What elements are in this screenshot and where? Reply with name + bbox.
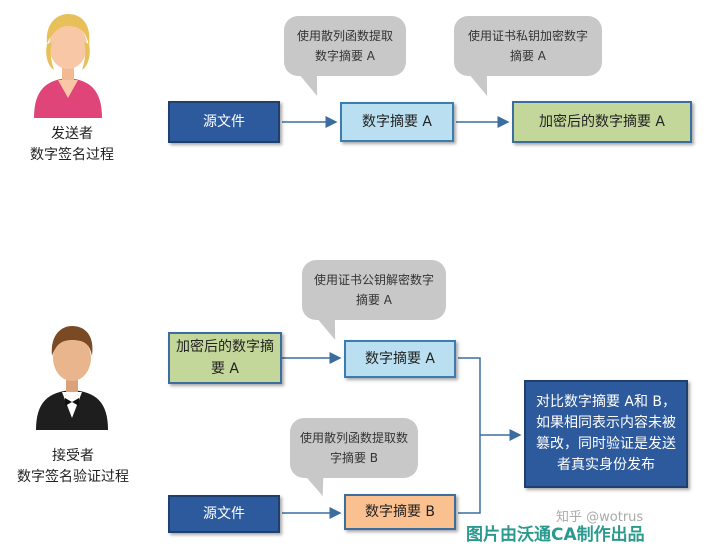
verification-result-box: 对比数字摘要 A和 B，如果相同表示内容未被篡改，同时验证是发送者真实身份发布 [524,380,688,488]
verification-result-text: 对比数字摘要 A和 B，如果相同表示内容未被篡改，同时验证是发送者真实身份发布 [535,394,677,473]
sender-label: 发送者 数字签名过程 [22,124,122,166]
sender-avatar-icon [34,14,102,118]
receiver-label-line1: 接受者 [52,448,94,464]
credit-text: 图片由沃通CA制作出品 [466,525,645,545]
sender-label-line1: 发送者 [51,126,93,142]
top-encrypted-digest-label: 加密后的数字摘要 A [538,114,666,130]
bottom-digest-b-box: 数字摘要 B [344,494,456,530]
top-hash-bubble-text: 使用散列函数提取数字摘要 A [296,29,393,63]
top-source-file-box: 源文件 [168,101,280,143]
zhihu-watermark: 知乎 @wotrus [556,510,644,525]
bottom-decrypt-bubble: 使用证书公钥解密数字摘要 A [302,260,446,320]
bracket-connector [458,357,481,514]
bottom-source-file-label: 源文件 [203,506,245,522]
top-digest-a-label: 数字摘要 A [361,114,433,130]
top-encrypted-digest-box: 加密后的数字摘要 A [512,101,692,143]
bottom-decrypt-bubble-text: 使用证书公钥解密数字摘要 A [313,273,434,307]
top-encrypt-bubble: 使用证书私钥加密数字摘要 A [454,16,602,76]
bottom-hash-bubble: 使用散列函数提取数字摘要 B [290,418,418,478]
receiver-label: 接受者 数字签名验证过程 [8,446,138,488]
bottom-encrypted-digest-box: 加密后的数字摘要 A [168,332,282,384]
bottom-digest-b-label: 数字摘要 B [364,504,436,520]
bottom-hash-bubble-text: 使用散列函数提取数字摘要 B [300,431,409,465]
bottom-digest-a-box: 数字摘要 A [344,340,456,378]
top-hash-bubble: 使用散列函数提取数字摘要 A [284,16,406,76]
bottom-encrypted-digest-label: 加密后的数字摘要 A [176,339,274,377]
bottom-source-file-box: 源文件 [168,495,280,533]
top-digest-a-box: 数字摘要 A [340,102,454,142]
top-encrypt-bubble-text: 使用证书私钥加密数字摘要 A [467,29,588,63]
bottom-digest-a-label: 数字摘要 A [364,351,436,367]
sender-label-line2: 数字签名过程 [30,147,114,163]
receiver-label-line2: 数字签名验证过程 [17,469,129,485]
receiver-avatar-icon [36,326,108,430]
top-source-file-label: 源文件 [203,114,245,130]
